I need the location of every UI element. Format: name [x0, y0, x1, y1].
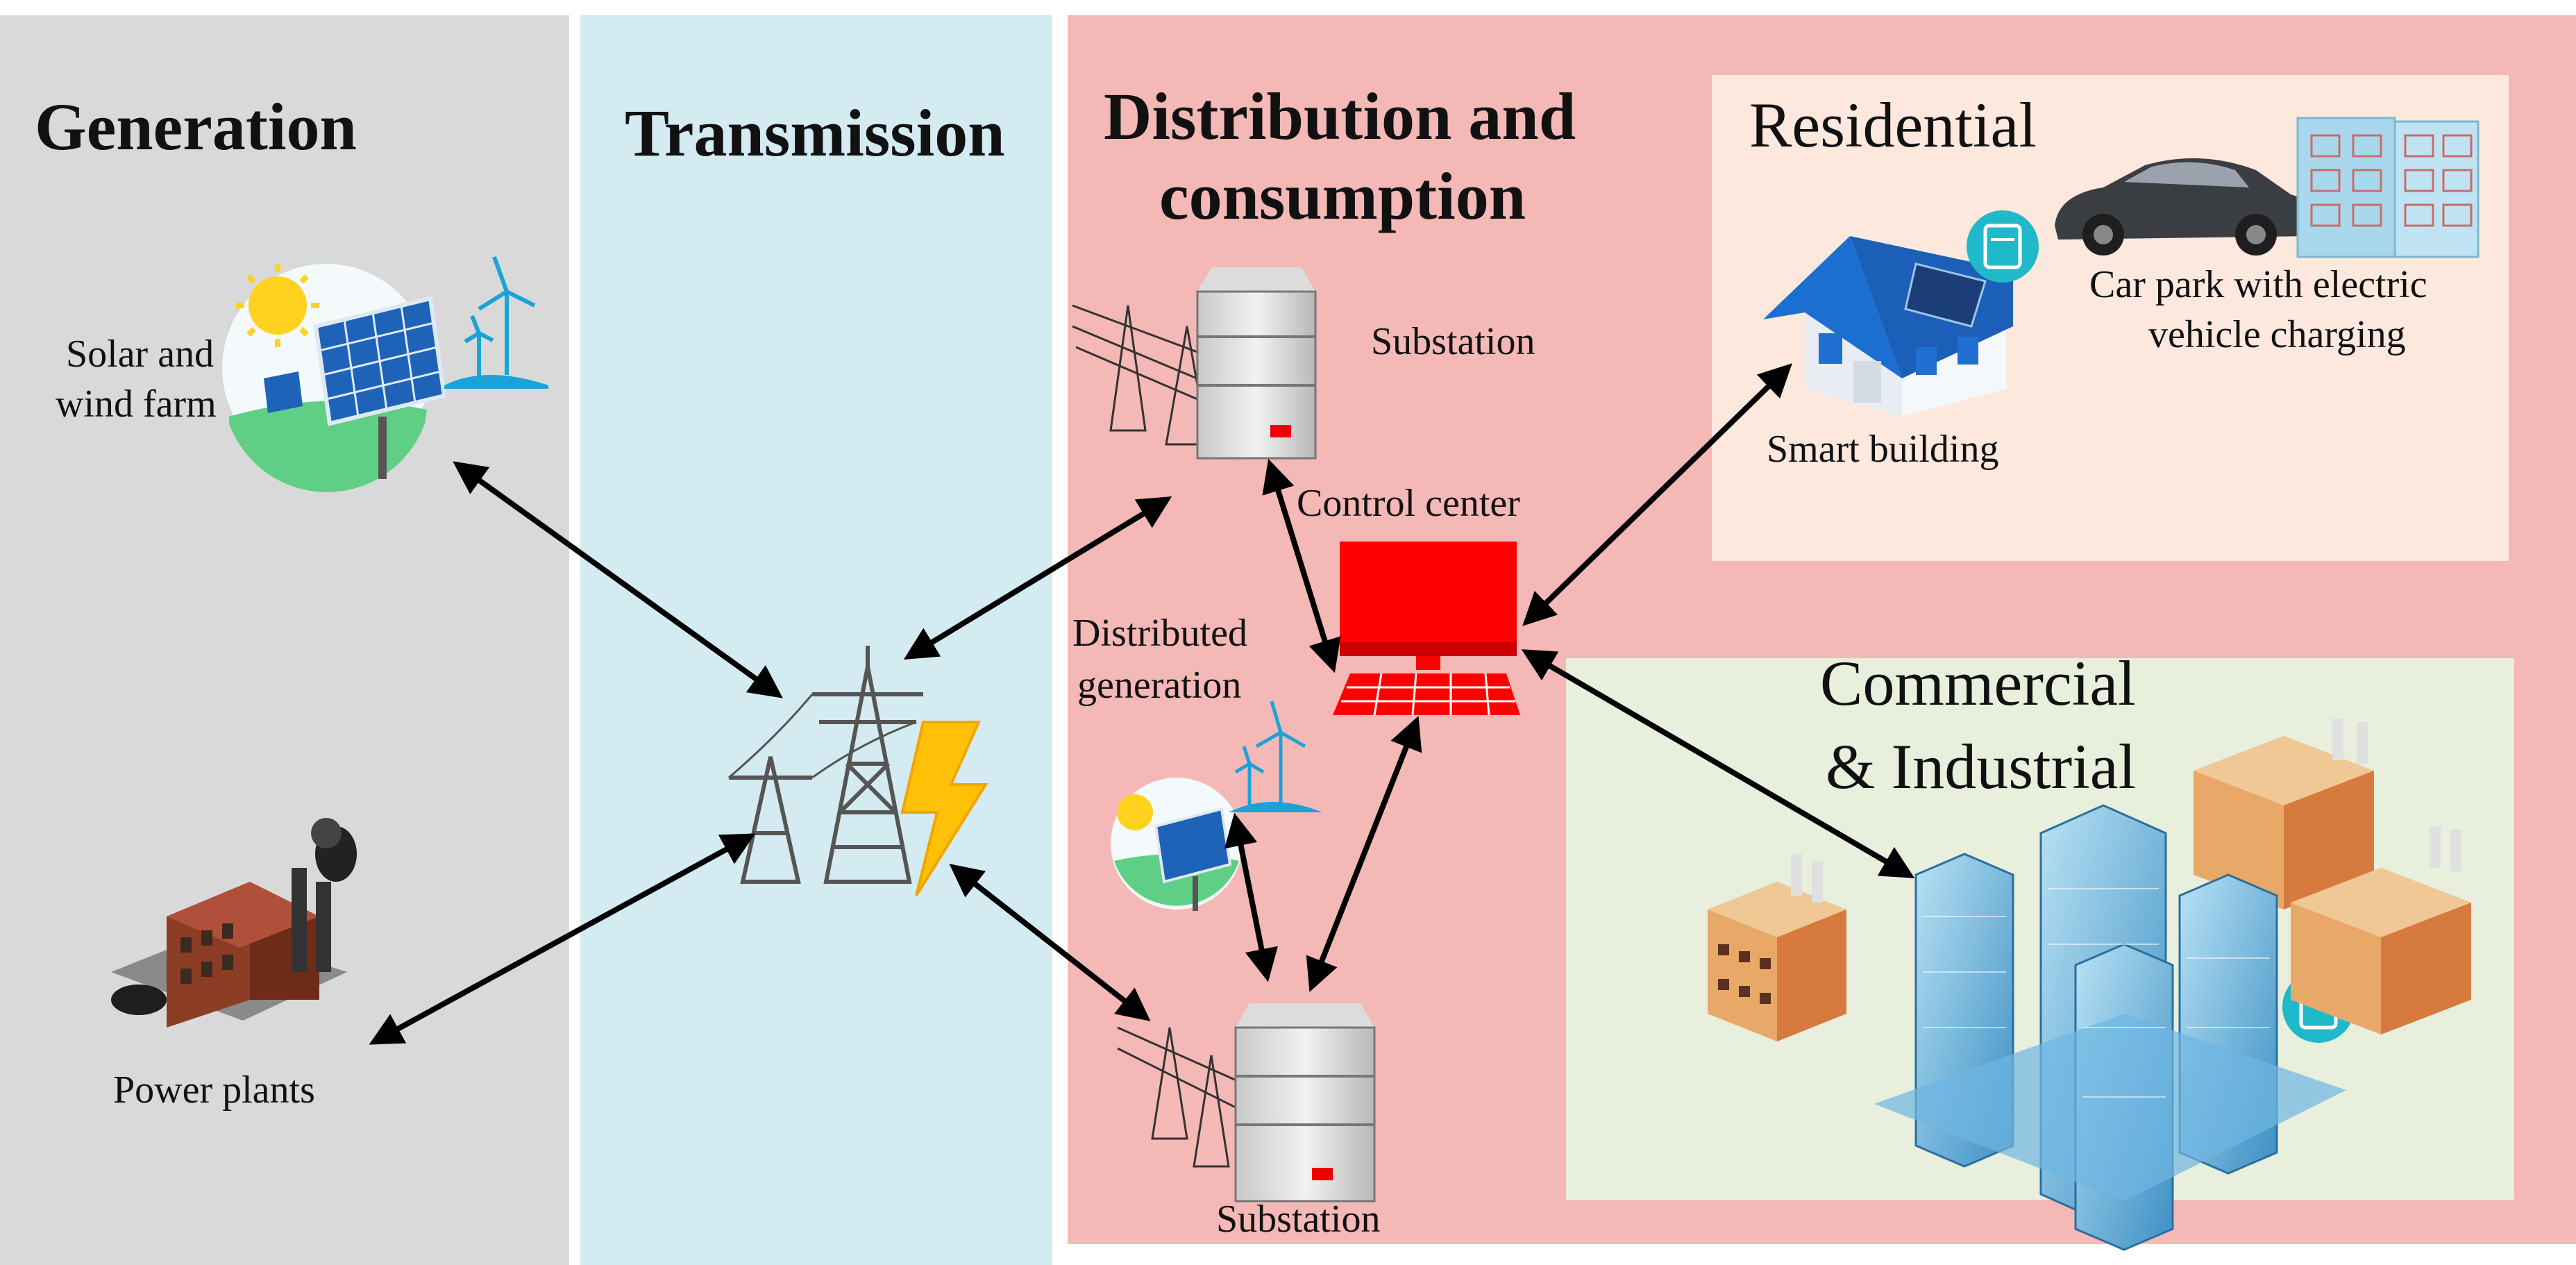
- electric-car-icon: [2055, 158, 2315, 255]
- distributed-generation-label-line2: generation: [1077, 664, 1242, 707]
- factory-icon: [1708, 854, 1846, 1041]
- control-center-label: Control center: [1297, 482, 1520, 525]
- commercial-heading-line1: Commercial: [1820, 648, 2136, 719]
- solar-wind-farm-icon: [222, 255, 548, 492]
- connection-arrows: [369, 363, 1915, 1045]
- smart-meter-icon: [1967, 210, 2039, 283]
- residential-heading: Residential: [1749, 90, 2037, 160]
- substation-server-icon: [1072, 267, 1317, 460]
- distribution-heading-line2: consumption: [1159, 159, 1526, 233]
- transmission-tower-icon: [728, 646, 988, 897]
- distributed-generation-label-line1: Distributed: [1072, 612, 1247, 655]
- buildings-icon: [1874, 804, 2346, 1251]
- computer-icon: [1333, 542, 1520, 716]
- smart-building-label: Smart building: [1767, 428, 1999, 471]
- factory-icon-right: [2194, 719, 2471, 1034]
- commercial-heading-line2: & Industrial: [1826, 731, 2137, 802]
- distribution-heading-line1: Distribution and: [1104, 79, 1576, 153]
- substation-server-icon-bottom: [1117, 1003, 1376, 1203]
- power-plants-label: Power plants: [113, 1069, 315, 1112]
- car-park-building-icon: [2296, 117, 2480, 258]
- transmission-heading: Transmission: [625, 96, 1005, 170]
- car-park-label-line1: Car park with electric: [2089, 263, 2427, 306]
- generation-heading: Generation: [35, 90, 357, 164]
- substation-bottom-label: Substation: [1216, 1198, 1381, 1241]
- smart-house-icon: [1763, 236, 2013, 417]
- solar-wind-label-line2: wind farm: [56, 383, 217, 426]
- distributed-solar-wind-icon: [1111, 701, 1322, 911]
- solar-wind-label-line1: Solar and: [66, 333, 214, 376]
- power-plant-icon: [111, 818, 357, 1028]
- car-park-label-line2: vehicle charging: [2148, 313, 2406, 356]
- substation-top-label: Substation: [1371, 320, 1535, 363]
